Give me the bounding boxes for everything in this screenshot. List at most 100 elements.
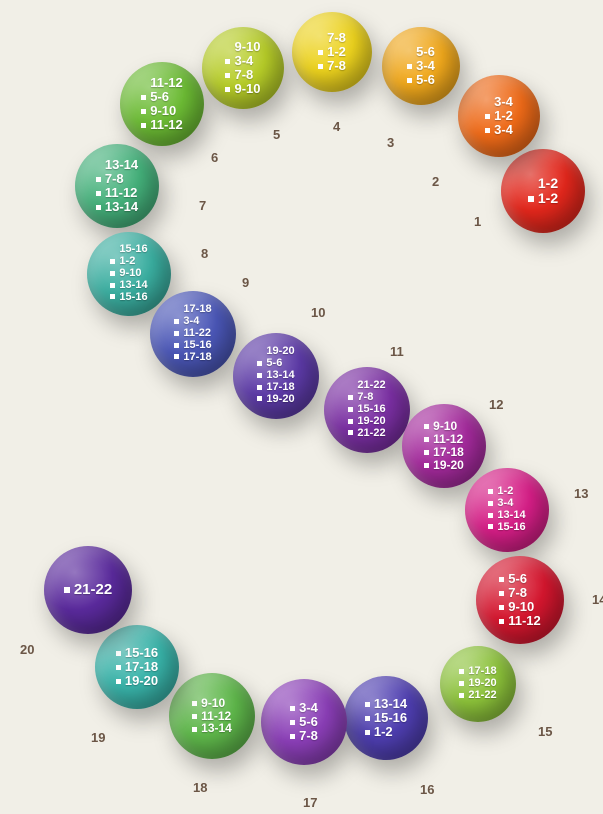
pairing-text: 17-18 xyxy=(266,381,294,393)
square-bullet-icon xyxy=(110,259,115,264)
pairing-text: 13-14 xyxy=(266,369,294,381)
pairing-text: 3-4 xyxy=(416,58,435,73)
pairing-text: 7-8 xyxy=(299,728,318,743)
square-bullet-icon xyxy=(424,463,429,468)
pairing-text: 15-16 xyxy=(374,710,407,725)
square-bullet-icon xyxy=(110,283,115,288)
pairing-line: 7-8 xyxy=(499,586,527,600)
square-bullet-icon xyxy=(116,651,121,656)
square-bullet-icon xyxy=(110,294,115,299)
pairing-line: 1-2 xyxy=(485,109,513,123)
pairing-text: 13-14 xyxy=(105,199,138,214)
pairing-text: 5-6 xyxy=(266,357,282,369)
square-bullet-icon xyxy=(424,424,429,429)
pairing-line: 1-2 xyxy=(318,45,346,59)
ball-lines: 5-67-89-1011-12 xyxy=(499,572,541,628)
pairing-line: 15-16 xyxy=(365,711,407,725)
pairing-text: 9-10 xyxy=(508,599,534,614)
pairing-line: 15-16 xyxy=(116,646,158,660)
square-bullet-icon xyxy=(174,354,179,359)
square-bullet-icon xyxy=(348,407,353,412)
pairing-text: 7-8 xyxy=(508,585,527,600)
ball-step-20: 21-22 xyxy=(44,546,132,634)
pairing-text: 11-12 xyxy=(105,185,138,200)
pairing-line: 7-8 xyxy=(96,172,124,186)
pairing-line: 19-20 xyxy=(116,674,158,688)
step-number-label: 15 xyxy=(538,724,552,739)
step-number-label: 20 xyxy=(20,642,34,657)
pairing-line: 1-2 xyxy=(528,176,558,191)
square-bullet-icon xyxy=(499,577,504,582)
square-bullet-icon xyxy=(64,587,70,593)
pairing-text: 11-12 xyxy=(150,75,183,90)
pairing-line: 15-16 xyxy=(488,522,525,534)
pairing-line: 3-4 xyxy=(290,701,318,715)
square-bullet-icon xyxy=(257,396,262,401)
step-number-label: 16 xyxy=(420,782,434,797)
square-bullet-icon xyxy=(485,114,490,119)
square-bullet-icon xyxy=(488,524,493,529)
pairing-line: 1-2 xyxy=(528,191,558,206)
pairing-line: 9-10 xyxy=(499,600,534,614)
step-number-label: 1 xyxy=(474,214,481,229)
pairing-text: 15-16 xyxy=(119,243,147,255)
pairing-line: 1-2 xyxy=(365,725,393,739)
square-bullet-icon xyxy=(141,109,146,114)
pairing-text: 5-6 xyxy=(416,72,435,87)
ball-step-5: 9-103-47-89-10 xyxy=(202,27,284,109)
pairing-text: 17-18 xyxy=(468,665,496,677)
pairing-text: 17-18 xyxy=(183,351,211,363)
pairing-line: 13-14 xyxy=(192,722,232,735)
square-bullet-icon xyxy=(192,727,197,732)
square-bullet-icon xyxy=(459,669,464,674)
pairing-line: 13-14 xyxy=(365,697,407,711)
pairing-text: 9-10 xyxy=(433,419,457,433)
pairing-text: 7-8 xyxy=(357,391,373,403)
pairing-line: 11-12 xyxy=(141,118,183,132)
pairing-text: 7-8 xyxy=(327,58,346,73)
ball-lines: 21-22 xyxy=(64,582,112,598)
pairing-text: 13-14 xyxy=(374,696,407,711)
pairing-text: 1-2 xyxy=(374,724,393,739)
pairing-line: 5-6 xyxy=(499,572,527,586)
step-number-label: 12 xyxy=(489,397,503,412)
square-bullet-icon xyxy=(499,605,504,610)
square-bullet-icon xyxy=(424,437,429,442)
pairing-text: 9-10 xyxy=(150,103,176,118)
pairing-text: 19-20 xyxy=(433,458,464,472)
pairing-text: 13-14 xyxy=(119,279,147,291)
ball-step-12: 9-1011-1217-1819-20 xyxy=(402,404,486,488)
ball-lines: 11-125-69-1011-12 xyxy=(141,76,183,132)
pairing-line: 7-8 xyxy=(318,59,346,73)
square-bullet-icon xyxy=(459,681,464,686)
ball-lines: 9-1011-1217-1819-20 xyxy=(424,420,464,472)
square-bullet-icon xyxy=(225,73,230,78)
pairing-text: 9-10 xyxy=(201,696,225,710)
step-number-label: 8 xyxy=(201,246,208,261)
square-bullet-icon xyxy=(348,430,353,435)
pairing-text: 5-6 xyxy=(299,714,318,729)
pairing-text: 17-18 xyxy=(433,445,464,459)
step-number-label: 5 xyxy=(273,127,280,142)
square-bullet-icon xyxy=(192,701,197,706)
pairing-text: 13-14 xyxy=(201,721,232,735)
square-bullet-icon xyxy=(96,191,101,196)
square-bullet-icon xyxy=(424,450,429,455)
pairing-text: 15-16 xyxy=(183,339,211,351)
square-bullet-icon xyxy=(192,714,197,719)
pairing-text: 19-20 xyxy=(468,677,496,689)
pairing-text: 1-2 xyxy=(538,190,558,206)
step-number-label: 6 xyxy=(211,150,218,165)
pairing-text: 5-6 xyxy=(508,571,527,586)
ball-lines: 7-81-27-8 xyxy=(318,31,346,73)
pairing-text: 19-20 xyxy=(266,345,294,357)
pairing-text: 15-16 xyxy=(357,403,385,415)
step-number-label: 7 xyxy=(199,198,206,213)
